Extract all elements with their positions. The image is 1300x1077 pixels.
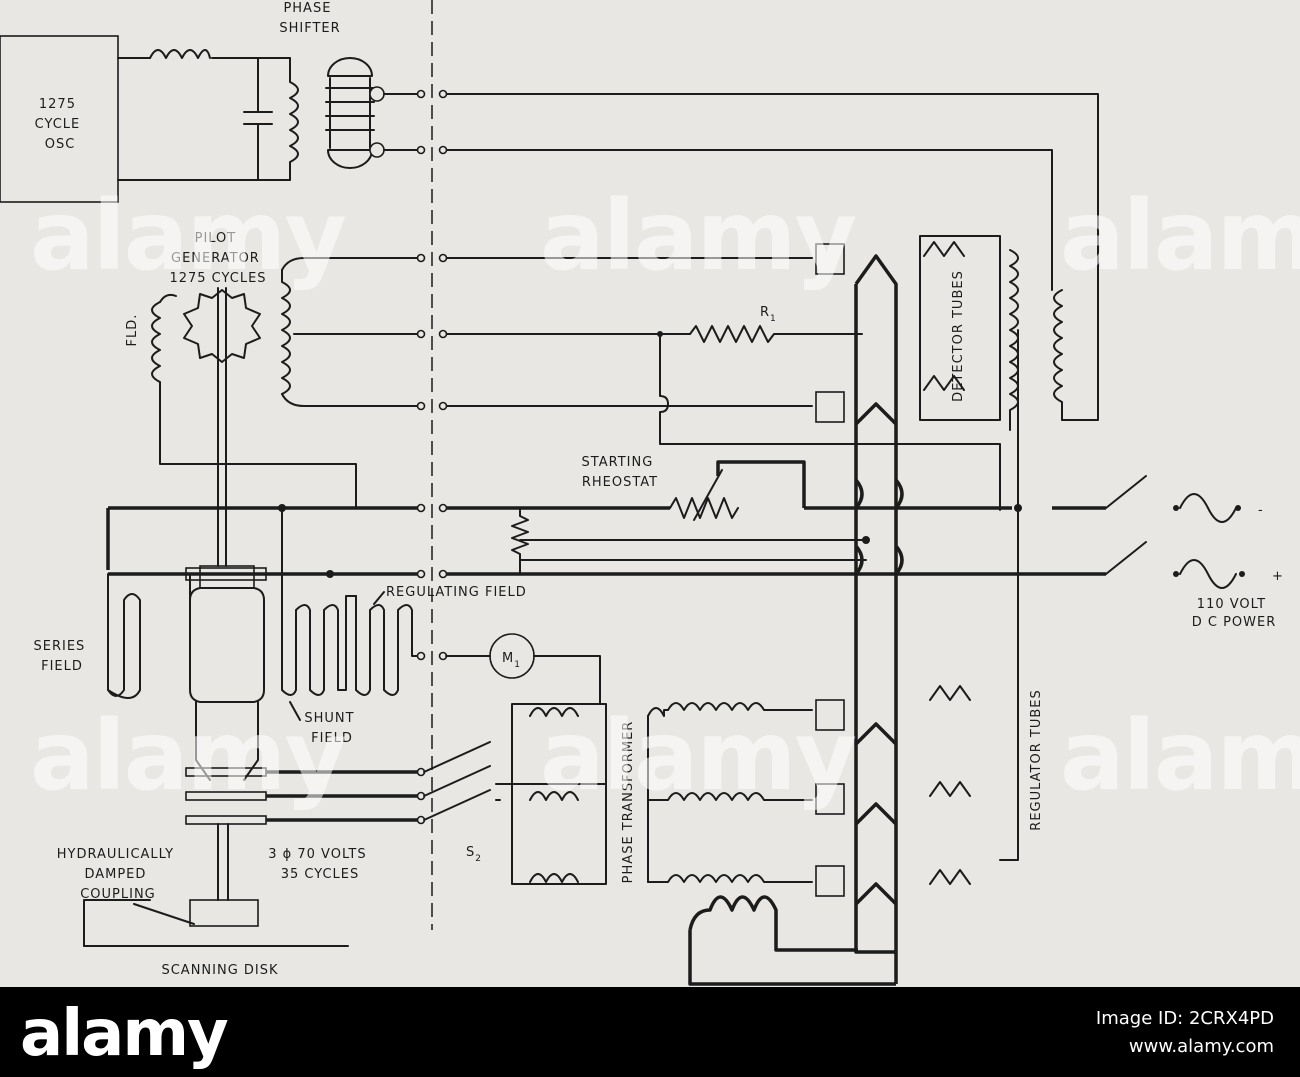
vertical-bus — [854, 254, 904, 984]
dc-bus — [106, 506, 1106, 576]
three-phase-lines — [266, 770, 418, 822]
terminal — [369, 86, 385, 102]
watermark: alamy — [30, 180, 347, 292]
m1-label: M1 — [502, 651, 521, 670]
bottom-coil — [688, 895, 896, 986]
regulator-tubes-label: REGULATOR TUBES — [1029, 689, 1044, 830]
dc-power-label: 110 VOLT D C POWER — [1192, 597, 1277, 630]
regulating-field-coil — [355, 595, 419, 696]
phase-shifter-label: PHASE SHIFTER — [279, 1, 340, 36]
r1-resistor — [689, 325, 863, 343]
hydraulic-coupling — [189, 899, 259, 927]
terminal — [369, 142, 385, 158]
oscillator-capacitor — [243, 111, 273, 125]
m1-meter — [489, 633, 535, 679]
detector-transformer — [1009, 249, 1019, 431]
tube-box — [815, 391, 845, 423]
pilot-generator-label: PILOT GENERATOR 1275 CYCLES — [169, 231, 266, 286]
starting-rheostat — [669, 497, 739, 519]
detector-tubes-label: DETECTOR TUBES — [951, 270, 966, 402]
motor-body — [189, 573, 265, 703]
secondary-coil-1 — [647, 702, 813, 717]
pilot-generator-coil — [281, 269, 291, 395]
plus-label: + — [1272, 569, 1284, 584]
phase-shifter-rotor — [325, 57, 375, 169]
coupling-label: HYDRAULICALLY DAMPED COUPLING — [57, 847, 180, 902]
series-field-label: SERIES FIELD — [34, 639, 91, 674]
minus-label: - — [1258, 503, 1264, 518]
oscillator-box — [0, 35, 119, 203]
shunt-field-coil — [281, 507, 357, 696]
motor-brush — [199, 565, 255, 589]
oscillator-inductor — [149, 49, 211, 59]
shunt-field-label: SHUNT FIELD — [304, 711, 359, 746]
tube-box — [815, 865, 845, 897]
site-url: www.alamy.com — [1128, 1036, 1274, 1057]
phase-shifter-output — [369, 86, 1099, 421]
pilot-generator-gear — [183, 289, 261, 363]
tube-box — [815, 783, 845, 815]
detector-tube-frame — [919, 235, 1001, 421]
three-phase-label: 3 ɸ 70 VOLTS 35 CYCLES — [268, 847, 371, 882]
phase-shifter-primary — [289, 57, 299, 181]
s2-label: S2 — [466, 845, 482, 864]
footer-logo: alamy — [20, 997, 229, 1071]
watermark: alamy — [1060, 180, 1300, 292]
phase-transformer-label: PHASE TRANSFORMER — [621, 721, 636, 884]
phase-transformer — [495, 703, 607, 885]
main-switch — [1105, 475, 1147, 575]
regulating-field-label: REGULATING FIELD — [386, 585, 527, 600]
fuses — [1179, 493, 1237, 589]
bus-resistor — [511, 507, 529, 575]
tube-box — [815, 243, 845, 275]
watermark: alamy — [540, 180, 857, 292]
circuit-diagram: 1275 CYCLE OSC PHASE SHIFTER PILOT GENER… — [0, 0, 1284, 986]
watermark: alamy — [30, 700, 347, 812]
secondary-coil-2 — [647, 792, 813, 801]
series-field-coil — [107, 573, 141, 699]
image-id: Image ID: 2CRX4PD — [1095, 1008, 1274, 1029]
r1-label: R1 — [760, 305, 777, 324]
fld-label: FLD. — [125, 314, 140, 347]
secondary-coil-3 — [647, 874, 813, 883]
oscillator-label: 1275 CYCLE OSC — [35, 97, 86, 152]
footer-bar: alamy Image ID: 2CRX4PD www.alamy.com — [0, 987, 1300, 1077]
detector-tube-symbols — [923, 241, 965, 391]
watermark: alamy — [540, 700, 857, 812]
s2-switch — [423, 741, 491, 821]
oscillator-output-circuit — [117, 49, 299, 181]
scanning-disk-label: SCANNING DISK — [161, 963, 278, 978]
tube-box — [815, 699, 845, 731]
regulator-tube-symbols — [929, 685, 971, 885]
watermark: alamy — [1060, 700, 1300, 812]
footer-meta: Image ID: 2CRX4PD www.alamy.com — [1096, 1005, 1274, 1061]
starting-rheostat-label: STARTING RHEOSTAT — [582, 455, 659, 490]
